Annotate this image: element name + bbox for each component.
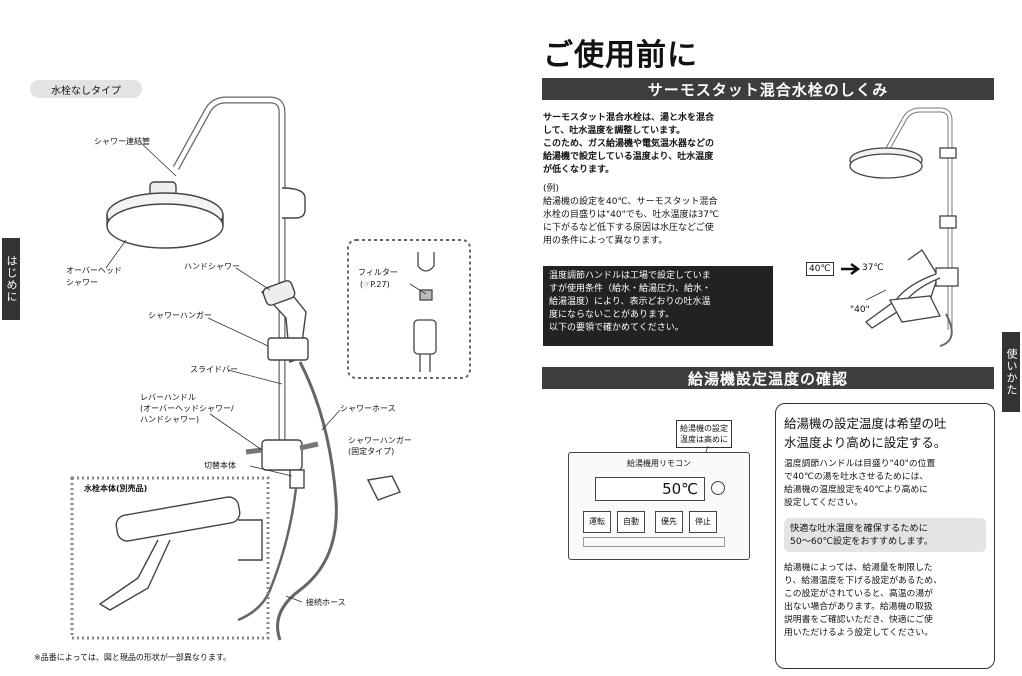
side-tab-usage: 使いかた [1002,332,1020,412]
label-hanger-fixed-2: (固定タイプ) [348,447,395,456]
label-switch-body: 切替本体 [204,461,236,470]
label-lever-3: ハンドシャワー) [140,415,200,424]
remote-display: 50℃ [595,477,705,501]
side-tab-introduction: はじめに [2,238,20,320]
remote-controller: 給湯機用リモコン 50℃ 運転 自動 優先 停止 [568,452,750,560]
label-faucet-body: 水栓本体(別売品) [84,484,148,493]
settings-note-box: 給湯機の設定温度は希望の吐 水温度より高めに設定する。 温度調節ハンドルは目盛り… [775,403,995,669]
settings-note-recommendation: 快適な吐水温度を確保するために 50〜60℃設定をおすすめします。 [784,518,986,552]
label-hanger-fixed-1: シャワーハンガー [348,436,412,445]
temp-from-badge: 40℃ [806,262,834,276]
label-lever-2: (オーバーヘッドシャワー/ [140,404,234,413]
label-hose: シャワーホース [340,404,396,413]
settings-note-paragraph-1: 温度調節ハンドルは目盛り"40"の位置 で40℃の湯を吐水させるためには、 給湯… [784,459,936,508]
faucet-illustration: "40" [849,107,959,347]
section-heading-thermostat: サーモスタット混合水栓のしくみ [542,78,994,100]
label-flex-hose: 接続ホース [306,598,346,607]
example-paragraph: (例) 給湯機の設定を40℃、サーモスタット混合 水栓の目盛りは"40"でも、吐… [543,184,720,246]
label-overhead-1: オーバーヘッド [66,266,122,275]
temp-to-label: 37℃ [862,263,884,273]
callout-box: 給湯機の設定 温度は高めに [676,420,732,448]
remote-strip [583,537,725,547]
remote-button-auto: 自動 [617,511,645,533]
label-shower-pipe: シャワー連結管 [94,137,150,146]
arrow-right-icon [841,262,861,276]
remote-title: 給湯機用リモコン [627,459,691,468]
label-hanger: シャワーハンガー [148,311,212,320]
intro-paragraph: サーモスタット混合水栓は、湯と水を混合 して、吐水温度を調整しています。 このた… [543,113,715,175]
page-title: ご使用前に [543,38,698,73]
shower-system-illustration [70,96,471,641]
remote-button-run: 運転 [583,511,611,533]
remote-button-priority: 優先 [655,511,683,533]
label-slide-bar: スライドバー [190,365,238,374]
notice-box: 温度調節ハンドルは工場で設定していま すが使用条件（給水・給湯圧力、給水・ 給湯… [543,266,773,346]
settings-note-heading: 給湯機の設定温度は希望の吐 水温度より高めに設定する。 [784,416,947,450]
settings-note-paragraph-2: 給湯機によっては、給湯量を制限した り、給湯温度を下げる設定があるため、 この設… [784,563,942,638]
label-lever-1: レバーハンドル [140,393,196,402]
mark-40: "40" [850,305,870,315]
label-filter: フィルター [358,268,398,277]
section-heading-confirm: 給湯機設定温度の確認 [542,367,994,389]
label-overhead-2: シャワー [66,278,98,287]
remote-button-stop: 停止 [689,511,717,533]
type-label: 水栓なしタイプ [30,80,142,98]
label-filter-ref: (☞P.27) [360,280,390,289]
label-hand-shower: ハンドシャワー [184,262,240,271]
remote-indicator-icon [711,481,725,495]
footnote: ※品番によっては、図と現品の形状が一部異なります。 [34,653,232,662]
